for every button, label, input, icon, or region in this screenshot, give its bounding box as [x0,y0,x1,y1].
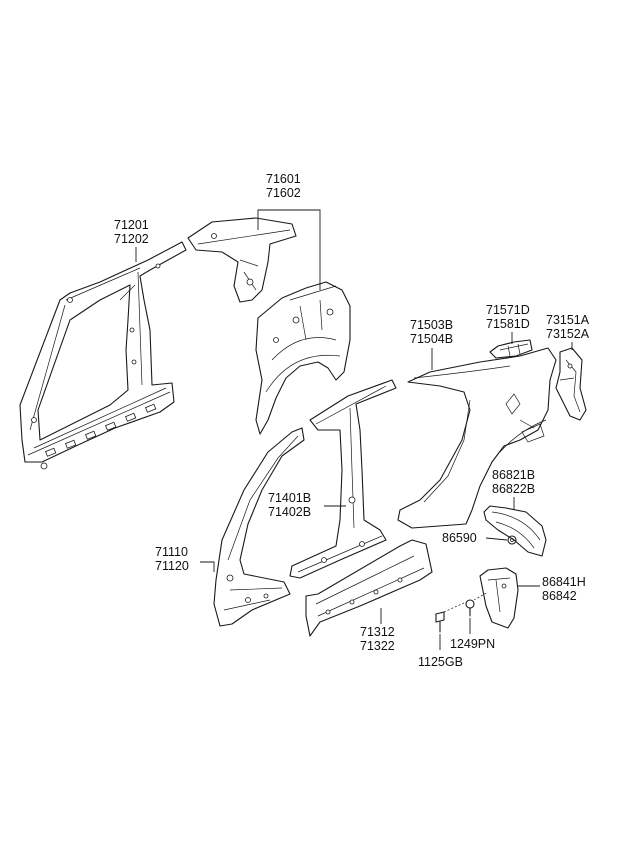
bolt[interactable] [435,611,445,633]
wheel-guard-clip[interactable] [507,535,517,545]
label-1249pn: 1249PN [450,637,495,651]
screw[interactable] [465,599,475,617]
label-71571d: 71571D [486,303,530,317]
dashed-1249pn [473,591,489,601]
label-71312: 71312 [360,625,395,639]
label-71503b: 71503B [410,318,453,332]
front-pillar-outer[interactable] [213,427,305,627]
label-71110: 71110 [155,545,188,559]
label-86822b: 86822B [492,482,535,496]
label-86842: 86842 [542,589,577,603]
label-73151a: 73151A [546,313,590,327]
label-71120: 71120 [155,559,189,573]
label-71322: 71322 [360,639,395,653]
label-71602: 71602 [266,186,301,200]
label-71581d: 71581D [486,317,530,331]
wheel-guard[interactable] [483,505,547,557]
label-71201: 71201 [114,218,149,232]
label-86841h: 86841H [542,575,586,589]
label-71202: 71202 [114,232,149,246]
label-86821b: 86821B [492,468,535,482]
quarter-extension[interactable] [489,339,533,359]
leader-86590 [485,537,508,541]
label-71504b: 71504B [410,332,453,346]
side-sill-panel[interactable] [305,539,433,637]
label-71401b: 71401B [268,491,311,505]
center-pillar-outer[interactable] [289,379,397,579]
label-71402b: 71402B [268,505,311,519]
front-side-outer-panel[interactable] [19,241,187,470]
quarter-outer-panel[interactable] [397,347,557,529]
label-86590: 86590 [442,531,477,545]
leader-71110 [200,561,215,572]
label-71601: 71601 [266,172,301,186]
rear-bracket[interactable] [555,347,587,421]
dashed-1125gb [443,601,467,613]
mud-guard[interactable] [479,567,519,629]
quarter-inner-lower[interactable] [255,281,351,435]
leader-71601 [257,209,321,290]
label-73152a: 73152A [546,327,590,341]
label-1125gb: 1125GB [418,655,463,669]
quarter-inner-upper[interactable] [187,217,297,303]
